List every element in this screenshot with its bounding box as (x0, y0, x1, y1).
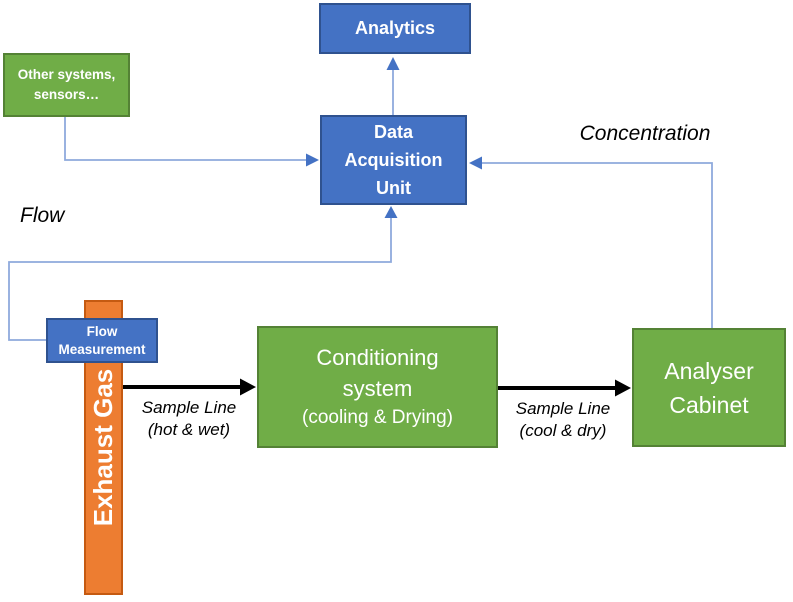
other-systems-box: Other systems, sensors… (3, 53, 130, 117)
concentration-label: Concentration (579, 122, 711, 145)
conditioning-system-box: Conditioning system (cooling & Drying) (257, 326, 498, 448)
exhaust-to-conditioning-arrow (123, 378, 256, 396)
analytics-box: Analytics (319, 3, 471, 54)
conditioning-to-analyser-arrow (498, 379, 631, 397)
conditioning-system-title: Conditioning system (316, 345, 439, 401)
sample-line-cool-dry-label: Sample Line (cool & dry) (515, 399, 611, 440)
sample-line-hot-wet-label: Sample Line (hot & wet) (141, 398, 237, 439)
analyser-to-dau-arrow (469, 156, 713, 328)
other-systems-to-dau-arrow (64, 117, 319, 167)
flow-label: Flow (20, 204, 65, 227)
flow-measurement-to-dau-arrow (8, 206, 398, 341)
analyser-cabinet-box: Analyser Cabinet (632, 328, 786, 447)
flow-measurement-box: Flow Measurement (46, 318, 158, 363)
dau-to-analytics-arrow (386, 57, 400, 115)
conditioning-system-subtitle: (cooling & Drying) (302, 407, 453, 428)
data-acquisition-unit-box: Data Acquisition Unit (320, 115, 467, 205)
